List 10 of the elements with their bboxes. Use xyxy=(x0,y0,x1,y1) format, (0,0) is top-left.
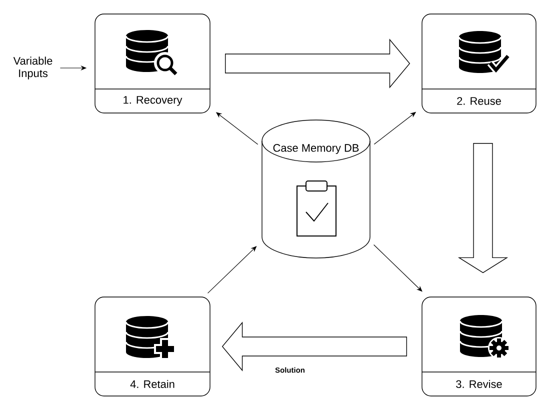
block-arrow xyxy=(225,38,410,88)
block-arrow xyxy=(222,322,407,372)
process-box: 1. Recovery xyxy=(94,14,210,114)
process-box: 4. Retain xyxy=(94,296,210,396)
process-box: 2. Reuse xyxy=(422,14,536,114)
block-arrow xyxy=(458,143,508,274)
arrow xyxy=(374,244,422,292)
input-label: Variable Inputs xyxy=(13,56,52,80)
process-box: 3. Revise xyxy=(422,296,536,396)
database-cylinder: Case Memory DB xyxy=(262,120,370,258)
